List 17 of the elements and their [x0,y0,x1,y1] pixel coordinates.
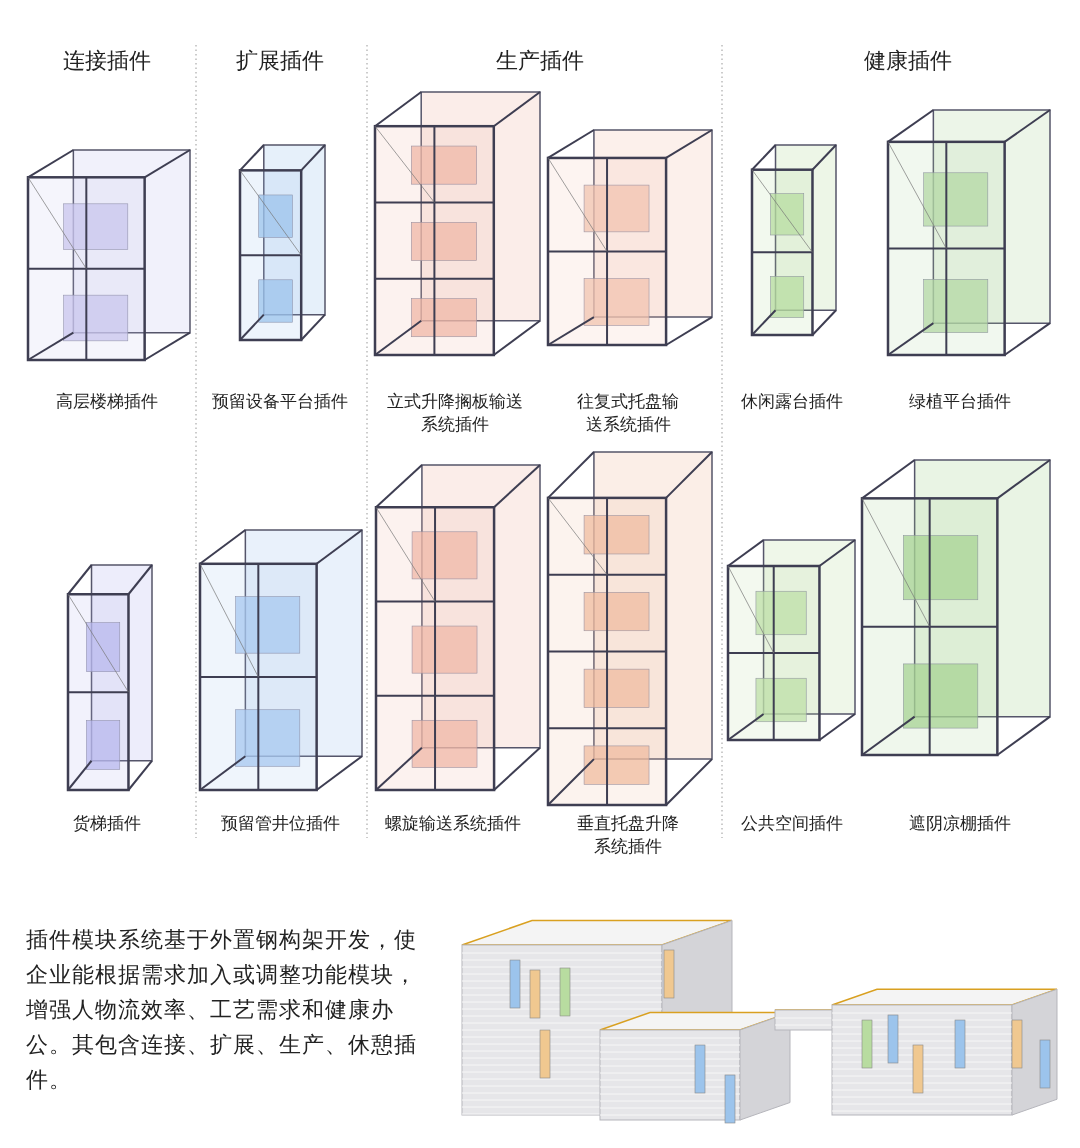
module-caption: 高层楼梯插件 [55,390,159,413]
module-caption: 休闲露台插件 [740,390,844,413]
module-caption: 公共空间插件 [740,812,844,835]
module-caption: 预留管井位插件 [219,812,341,835]
module-caption: 往复式托盘输送系统插件 [576,390,680,436]
module-caption: 预留设备平台插件 [211,390,349,413]
category-heading: 生产插件 [495,47,585,75]
category-heading: 连接插件 [62,47,152,75]
module-caption: 遮阴凉棚插件 [908,812,1012,835]
module-caption: 货梯插件 [72,812,142,835]
module-caption: 垂直托盘升降系统插件 [576,812,680,858]
category-heading: 扩展插件 [235,47,325,75]
module-caption: 绿植平台插件 [908,390,1012,413]
module-caption: 螺旋输送系统插件 [384,812,522,835]
description-paragraph: 插件模块系统基于外置钢构架开发，使企业能根据需求加入或调整功能模块，增强人物流效率、工艺需求和健康办公。其包含连接、扩展、生产、休憩插件。 [26,926,418,1094]
category-heading: 健康插件 [863,47,953,75]
module-caption: 立式升降搁板输送系统插件 [386,390,524,436]
